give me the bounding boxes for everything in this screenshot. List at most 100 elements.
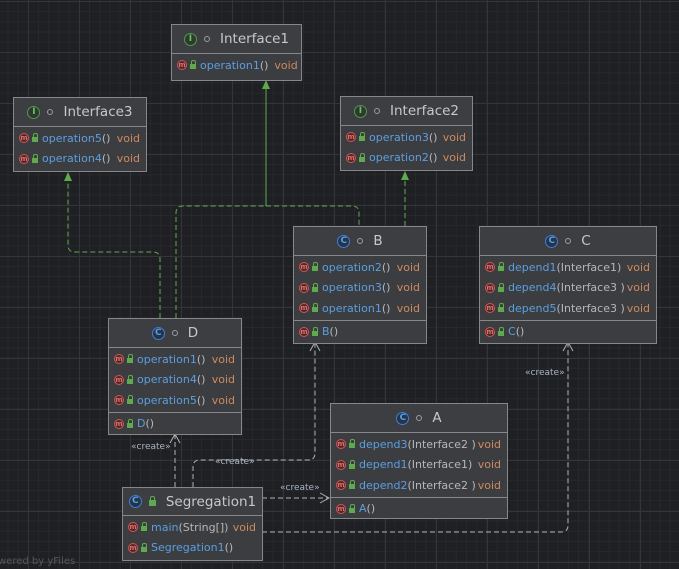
method-params: (Interface1): [407, 458, 473, 472]
public-lock-icon: [498, 303, 504, 313]
constructor-row[interactable]: m D(): [109, 414, 241, 435]
methods-section: m depend1(Interface1) void m depend4(Int…: [480, 256, 656, 321]
method-row[interactable]: m main(String[]) void: [123, 517, 262, 538]
return-type: void: [396, 281, 420, 295]
method-params: (Interface2 ): [407, 478, 476, 492]
node-interface2[interactable]: I Interface2 m operation3() void m opera…: [340, 96, 473, 171]
edge-realization-interface2: [401, 171, 409, 226]
return-type: void: [396, 260, 420, 274]
method-name: operation5: [137, 393, 197, 407]
method-name: operation5: [42, 131, 102, 145]
node-class-c[interactable]: C C m depend1(Interface1) void m depend4…: [479, 226, 657, 344]
node-title: B: [373, 233, 383, 249]
method-params: (): [381, 301, 391, 315]
method-params: (Interface3 ): [556, 281, 625, 295]
method-icon: m: [114, 354, 124, 365]
class-icon: C: [545, 234, 559, 248]
node-class-b[interactable]: C B m operation2() void m operation3() v…: [293, 226, 427, 344]
constructor-row[interactable]: m C(): [480, 322, 656, 343]
constructor-params: (): [145, 417, 155, 431]
public-lock-icon: [127, 395, 133, 405]
public-lock-icon: [498, 326, 504, 336]
method-params: (): [259, 58, 269, 72]
return-type: void: [211, 393, 235, 407]
constructors-section: m A(): [331, 498, 507, 521]
method-row[interactable]: m operation5() void: [109, 390, 241, 411]
method-row[interactable]: m depend2(Interface2 ) void: [331, 475, 507, 496]
constructor-row[interactable]: m A(): [331, 499, 507, 520]
method-icon: m: [346, 132, 356, 143]
method-row[interactable]: m operation5() void: [14, 128, 146, 149]
public-lock-icon: [32, 133, 38, 143]
methods-section: m operation3() void m operation2() void: [341, 126, 472, 169]
method-icon: m: [485, 282, 495, 293]
class-icon: C: [128, 495, 142, 508]
method-row[interactable]: m operation3() void: [294, 278, 426, 299]
edge-create-b: [192, 343, 316, 487]
method-icon: m: [336, 459, 346, 470]
node-header: C B: [294, 227, 426, 256]
method-name: depend2: [359, 478, 408, 492]
method-row[interactable]: m operation1() void: [294, 298, 426, 319]
return-type: void: [626, 281, 650, 295]
constructor-params: (): [329, 325, 339, 339]
method-icon: m: [336, 503, 346, 514]
node-header: I Interface1: [172, 25, 301, 54]
class-icon: C: [337, 234, 351, 248]
public-lock-icon: [349, 439, 355, 449]
method-row[interactable]: m depend5(Interface3 ) void: [480, 298, 656, 319]
method-icon: m: [485, 326, 495, 337]
create-label: «create»: [215, 457, 255, 467]
node-interface1[interactable]: I Interface1 m operation1() void: [171, 24, 302, 81]
method-params: (): [101, 131, 111, 145]
create-label: «create»: [525, 368, 565, 378]
method-row[interactable]: m operation2() void: [341, 148, 472, 169]
public-lock-icon: [349, 459, 355, 469]
method-name: operation1: [137, 352, 197, 366]
return-type: void: [477, 458, 501, 472]
node-header: I Interface3: [14, 98, 146, 127]
return-type: void: [116, 131, 140, 145]
constructor-row[interactable]: m Segregation1(): [123, 538, 262, 559]
method-row[interactable]: m operation4() void: [14, 149, 146, 170]
method-params: (): [101, 152, 111, 166]
public-lock-icon: [359, 132, 365, 142]
return-type: void: [274, 58, 298, 72]
public-lock-icon: [359, 152, 365, 162]
method-row[interactable]: m operation2() void: [294, 257, 426, 278]
method-params: (): [428, 130, 438, 144]
method-name: depend3: [359, 437, 408, 451]
constructor-name: B: [322, 325, 330, 339]
node-title: D: [187, 325, 199, 341]
method-row[interactable]: m operation1() void: [172, 55, 301, 76]
method-row[interactable]: m depend4(Interface3 ) void: [480, 278, 656, 299]
method-icon: m: [485, 303, 495, 314]
package-visibility-icon: [171, 330, 178, 336]
open-arrowhead: [319, 492, 331, 504]
constructor-name: C: [508, 325, 516, 339]
method-row[interactable]: m depend3(Interface2 ) void: [331, 434, 507, 455]
method-row[interactable]: m depend1(Interface1) void: [480, 257, 656, 278]
method-row[interactable]: m operation3() void: [341, 127, 472, 148]
method-icon: m: [299, 262, 309, 273]
return-type: void: [626, 301, 650, 315]
node-title: C: [581, 233, 591, 249]
method-params: (): [196, 373, 206, 387]
constructors-section: m C(): [480, 321, 656, 344]
method-row[interactable]: m operation1() void: [109, 349, 241, 370]
node-interface3[interactable]: I Interface3 m operation5() void m opera…: [13, 97, 147, 172]
public-lock-icon: [32, 153, 38, 163]
method-row[interactable]: m operation4() void: [109, 370, 241, 391]
public-lock-icon: [127, 374, 133, 384]
node-header: C C: [480, 227, 656, 256]
method-icon: m: [346, 152, 356, 163]
constructor-row[interactable]: m B(): [294, 322, 426, 343]
node-class-a[interactable]: C A m depend3(Interface2 ) void m depend…: [330, 403, 508, 519]
edge-realization-interface3: [64, 172, 161, 318]
node-class-segregation1[interactable]: C Segregation1 m main(String[]) void m S…: [122, 487, 263, 561]
constructor-params: (): [366, 502, 376, 516]
method-row[interactable]: m depend1(Interface1) void: [331, 455, 507, 476]
node-class-d[interactable]: C D m operation1() void m operation4() v…: [108, 318, 242, 435]
method-name: depend4: [508, 281, 557, 295]
